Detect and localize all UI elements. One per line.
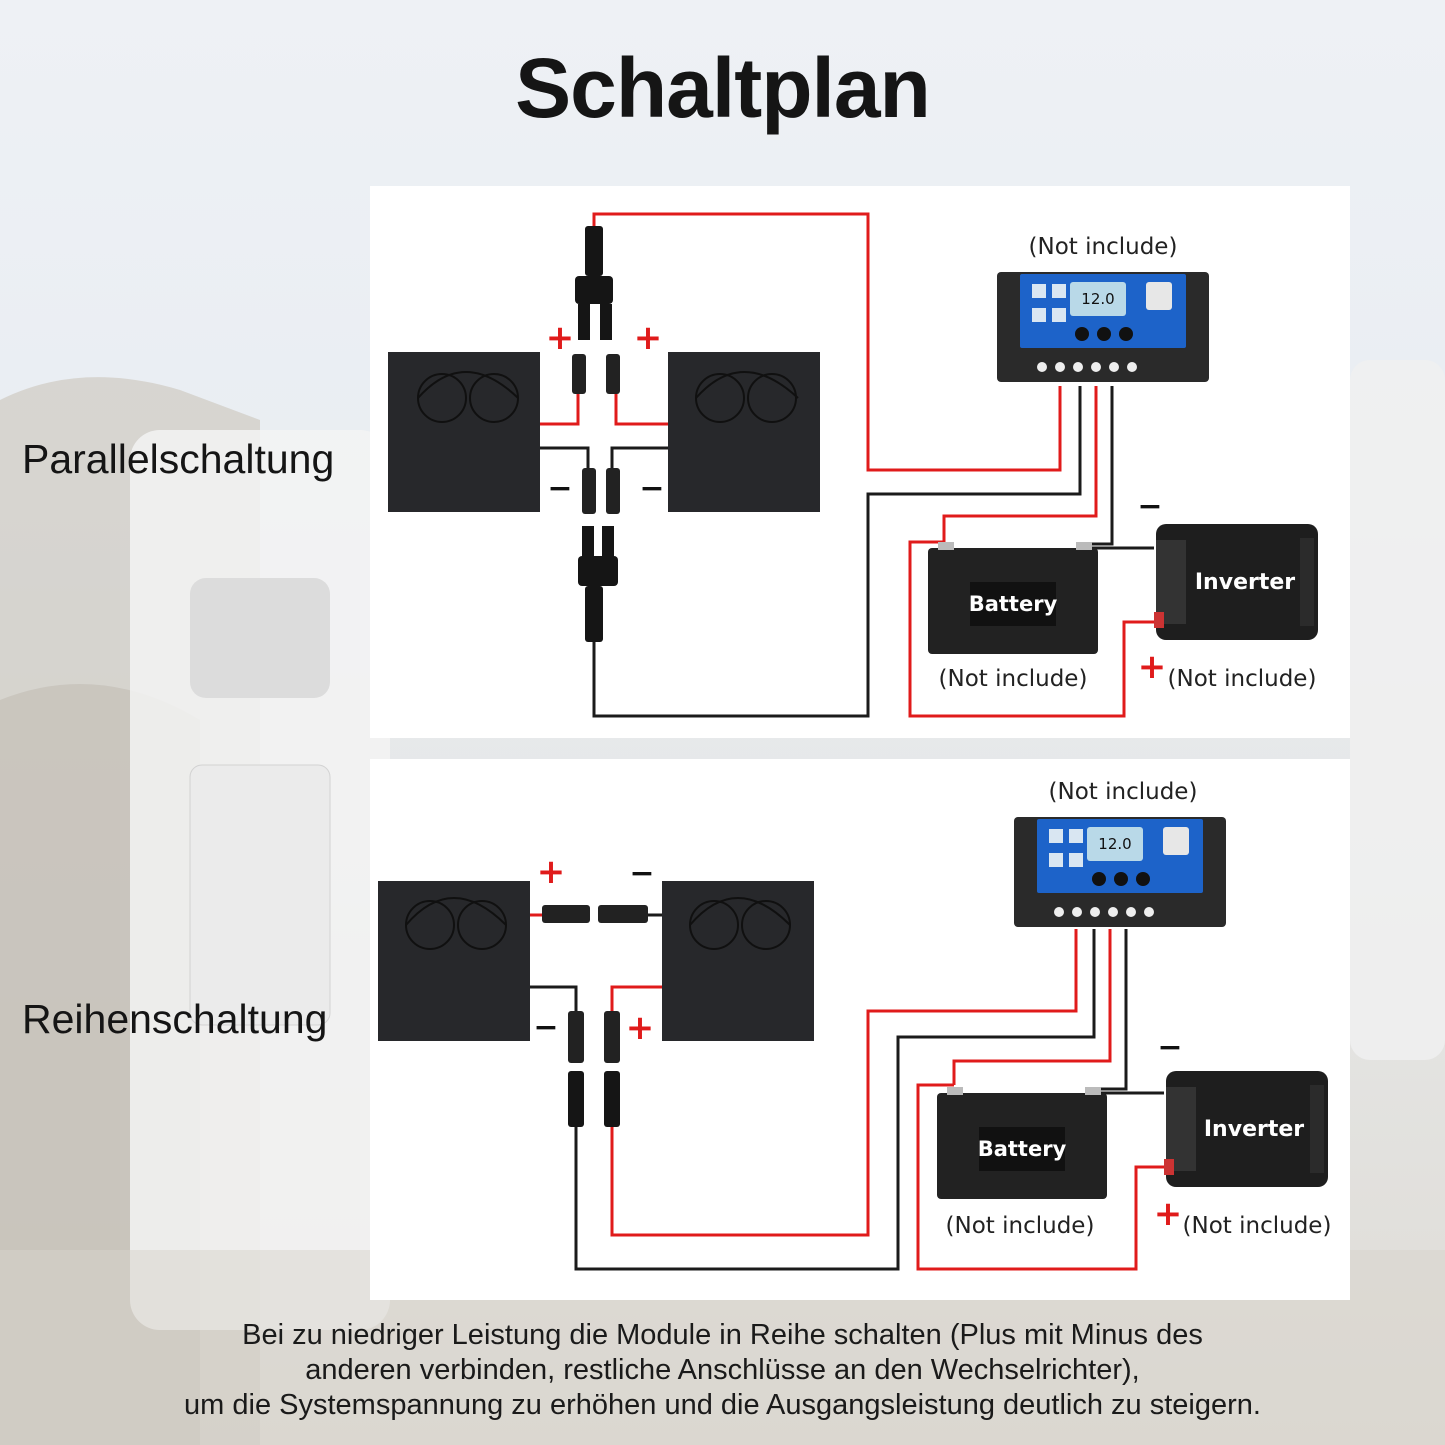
plus-sign-left: + xyxy=(546,318,575,358)
mc4-series-link xyxy=(530,905,662,923)
solar-panel-left xyxy=(378,881,530,1041)
series-label: Reihenschaltung xyxy=(22,996,328,1042)
battery-label: Battery xyxy=(978,1137,1067,1161)
charge-controller: 12.0 xyxy=(997,272,1209,382)
inverter-label: Inverter xyxy=(1195,570,1295,595)
controller-display: 12.0 xyxy=(1098,835,1131,853)
inverter-note: (Not include) xyxy=(1183,1213,1332,1239)
caption-line-2: anderen verbinden, restliche Anschlüsse … xyxy=(305,1354,1140,1386)
mc4-branch-connector-positive xyxy=(572,226,620,394)
battery-note: (Not include) xyxy=(946,1213,1095,1239)
page-title: Schaltplan xyxy=(515,41,931,135)
controller-note: (Not include) xyxy=(1029,234,1178,260)
minus-sign-output: − xyxy=(533,1010,558,1045)
charge-controller: 12.0 xyxy=(1014,817,1226,927)
inverter: Inverter xyxy=(1164,1071,1328,1187)
solar-panel-right xyxy=(662,881,814,1041)
inverter-note: (Not include) xyxy=(1168,666,1317,692)
mc4-branch-connector-negative xyxy=(578,468,620,642)
solar-panel-right xyxy=(668,352,820,512)
caption-line-3: um die Systemspannung zu erhöhen und die… xyxy=(184,1389,1261,1421)
plus-sign-output: + xyxy=(626,1008,655,1048)
inverter-label: Inverter xyxy=(1204,1117,1304,1142)
inverter-minus-sign: − xyxy=(1157,1030,1182,1065)
inverter-plus-sign: + xyxy=(1138,647,1167,687)
parallel-label: Parallelschaltung xyxy=(22,436,335,482)
controller-note: (Not include) xyxy=(1049,779,1198,805)
battery: Battery xyxy=(937,1087,1107,1199)
parallel-diagram: + + − − 12.0 xyxy=(370,186,1350,738)
controller-display: 12.0 xyxy=(1081,290,1114,308)
mc4-output-connectors xyxy=(568,1011,620,1127)
solar-panel-left xyxy=(388,352,540,512)
battery: Battery xyxy=(928,542,1098,654)
series-diagram: + − − + 12.0 xyxy=(370,759,1350,1300)
minus-sign-right: − xyxy=(639,471,664,506)
minus-sign-link: − xyxy=(629,856,654,891)
inverter: Inverter xyxy=(1154,524,1318,640)
battery-note: (Not include) xyxy=(939,666,1088,692)
battery-label: Battery xyxy=(969,592,1058,616)
inverter-minus-sign: − xyxy=(1137,489,1162,524)
caption-line-1: Bei zu niedriger Leistung die Module in … xyxy=(242,1319,1203,1351)
inverter-plus-sign: + xyxy=(1154,1194,1183,1234)
minus-sign-left: − xyxy=(547,471,572,506)
plus-sign-right: + xyxy=(634,318,663,358)
plus-sign-link: + xyxy=(537,852,566,892)
explanation-caption: Bei zu niedriger Leistung die Module in … xyxy=(60,1318,1385,1423)
